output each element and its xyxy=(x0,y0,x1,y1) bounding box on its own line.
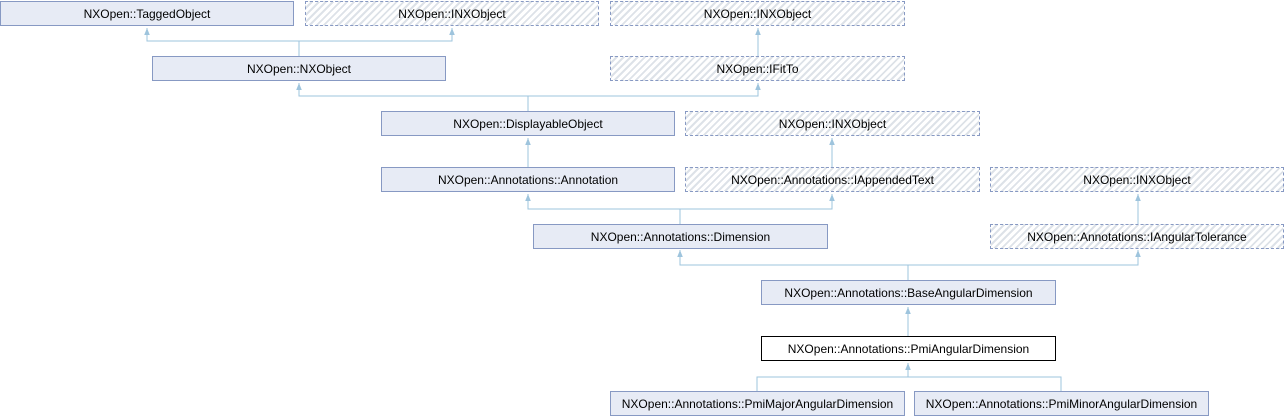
edge-displayable-to-nxobject xyxy=(296,83,529,111)
node-nx-object[interactable]: NXOpen::NXObject xyxy=(152,56,446,81)
node-label: NXOpen::INXObject xyxy=(1083,172,1191,187)
edge-pmimajor-to-pmiangular xyxy=(756,363,911,391)
node-pmi-angular-dimension: NXOpen::Annotations::PmiAngularDimension xyxy=(761,336,1056,361)
node-label: NXOpen::Annotations::IAppendedText xyxy=(731,172,934,187)
node-label: NXOpen::Annotations::Dimension xyxy=(590,229,771,244)
edge-baseangular-to-iangulartolerance xyxy=(908,250,1141,266)
node-inx-object-3[interactable]: NXOpen::INXObject xyxy=(685,111,980,136)
node-label: NXOpen::NXObject xyxy=(246,61,352,76)
node-label: NXOpen::IFitTo xyxy=(716,61,799,76)
node-annotation[interactable]: NXOpen::Annotations::Annotation xyxy=(381,167,675,192)
node-label: NXOpen::Annotations::IAngularTolerance xyxy=(1027,229,1247,244)
node-base-angular-dimension[interactable]: NXOpen::Annotations::BaseAngularDimensio… xyxy=(761,280,1056,305)
edge-dimension-to-iappendedtext xyxy=(680,194,835,210)
node-tagged-object[interactable]: NXOpen::TaggedObject xyxy=(0,1,294,26)
node-label: NXOpen::INXObject xyxy=(398,6,506,21)
edge-dimension-to-annotation xyxy=(525,194,681,224)
node-label: NXOpen::INXObject xyxy=(778,116,887,131)
node-label: NXOpen::Annotations::PmiMajorAngularDime… xyxy=(621,396,894,411)
node-pmi-major-angular-dimension[interactable]: NXOpen::Annotations::PmiMajorAngularDime… xyxy=(610,391,905,416)
node-inx-object-4[interactable]: NXOpen::INXObject xyxy=(990,167,1284,192)
node-label: NXOpen::Annotations::PmiAngularDimension xyxy=(787,341,1030,356)
node-inx-object-1[interactable]: NXOpen::INXObject xyxy=(305,1,599,26)
edge-pmiminor-to-pmiangular xyxy=(908,376,1062,391)
node-iappended-text[interactable]: NXOpen::Annotations::IAppendedText xyxy=(685,167,980,192)
node-pmi-minor-angular-dimension[interactable]: NXOpen::Annotations::PmiMinorAngularDime… xyxy=(914,391,1209,416)
edge-baseangular-to-dimension xyxy=(677,250,909,280)
node-iangular-tolerance[interactable]: NXOpen::Annotations::IAngularTolerance xyxy=(990,224,1284,249)
node-displayable-object[interactable]: NXOpen::DisplayableObject xyxy=(381,111,675,136)
edge-nxobject-to-taggedobject xyxy=(144,28,300,56)
node-label: NXOpen::TaggedObject xyxy=(83,6,211,21)
edge-nxobject-to-inxobject-1 xyxy=(299,28,455,42)
node-ifit-to[interactable]: NXOpen::IFitTo xyxy=(610,56,905,81)
node-inx-object-2[interactable]: NXOpen::INXObject xyxy=(610,1,905,26)
edge-displayable-to-ifitto xyxy=(528,83,761,97)
node-dimension[interactable]: NXOpen::Annotations::Dimension xyxy=(533,224,828,249)
node-label: NXOpen::INXObject xyxy=(703,6,812,21)
node-label: NXOpen::Annotations::Annotation xyxy=(437,172,619,187)
node-label: NXOpen::DisplayableObject xyxy=(453,116,603,131)
node-label: NXOpen::Annotations::BaseAngularDimensio… xyxy=(784,285,1033,300)
node-label: NXOpen::Annotations::PmiMinorAngularDime… xyxy=(925,396,1198,411)
